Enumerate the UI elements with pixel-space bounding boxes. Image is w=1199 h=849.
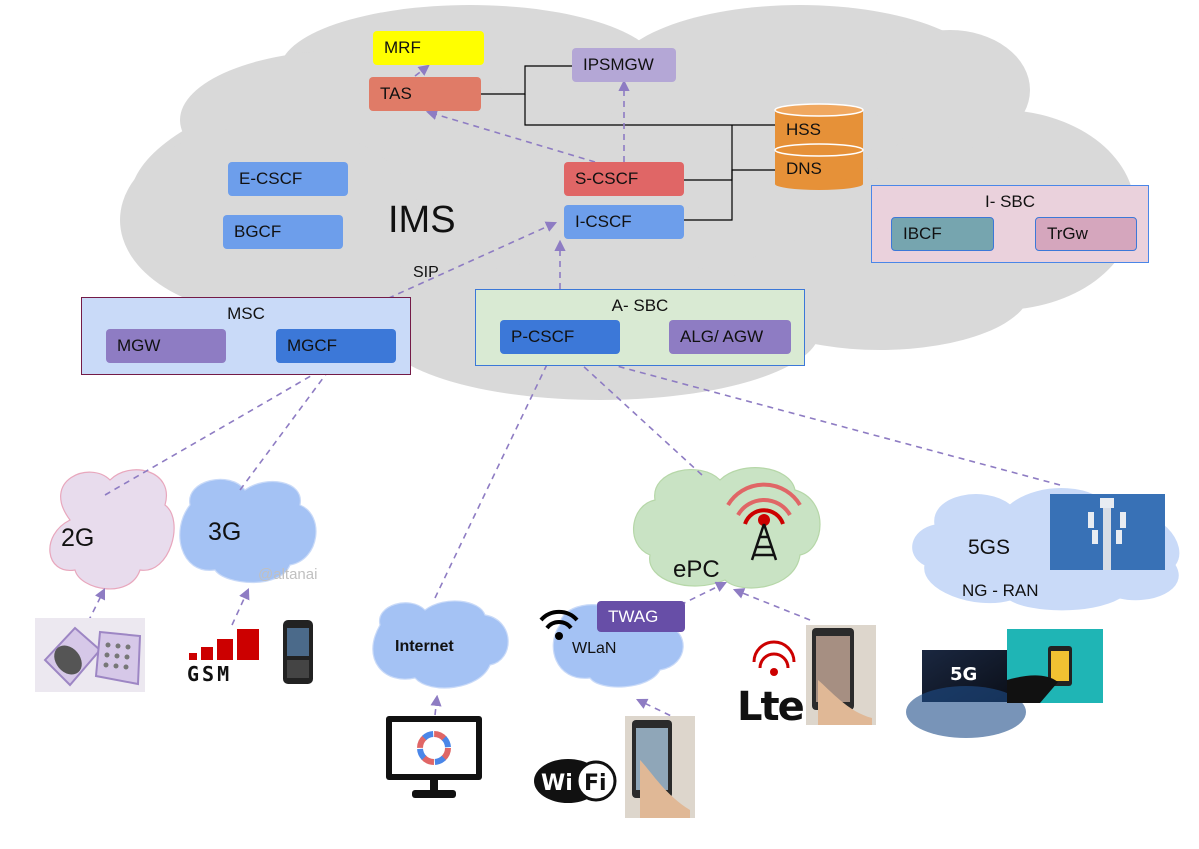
cloud-epc <box>633 467 821 589</box>
antenna-icon <box>726 482 802 561</box>
mrf-node[interactable]: MRF <box>373 31 484 65</box>
arrow-5gs-pcscf <box>569 350 1061 486</box>
wifi-logo: Wi Fi <box>534 759 617 803</box>
i-sbc-title: I- SBC <box>984 192 1036 211</box>
svg-text:Wi: Wi <box>541 771 573 796</box>
wifi-signal-icon <box>539 609 579 640</box>
a-sbc-title: A- SBC <box>611 296 669 315</box>
label-ng-ran: NG - RAN <box>962 581 1039 600</box>
ims-title: IMS <box>388 199 456 241</box>
cloud-internet <box>372 600 509 689</box>
gsm-logo: GSM <box>187 629 259 686</box>
arrow-3g-mgcf <box>239 360 337 491</box>
label-epc: ePC <box>673 556 720 583</box>
watermark: @altanai <box>258 566 318 583</box>
e-cscf-node[interactable]: E-CSCF <box>228 162 348 196</box>
fiveg-earth-photo: 5G <box>906 650 1026 738</box>
arrow-tv-internet <box>430 694 442 716</box>
msc-title: MSC <box>227 304 265 323</box>
hand-phone-photo-lte <box>806 625 876 725</box>
svg-text:5G: 5G <box>950 664 977 685</box>
fiveg-hand-phone-photo <box>1007 629 1103 703</box>
mgw-node[interactable]: MGW <box>106 329 226 363</box>
dns-database <box>774 143 864 190</box>
trgw-node[interactable]: TrGw <box>1035 217 1137 251</box>
label-2g: 2G <box>61 524 95 552</box>
svg-text:Fi: Fi <box>584 771 607 796</box>
bgcf-node[interactable]: BGCF <box>223 215 343 249</box>
svg-text:Lte: Lte <box>737 684 804 730</box>
flip-phone-photo <box>35 618 145 692</box>
arrow-epc-pcscf <box>568 352 703 476</box>
arrow-internet-pcscf <box>434 351 554 599</box>
ipsmgw-node[interactable]: IPSMGW <box>572 48 676 82</box>
hss-node-label[interactable]: HSS <box>786 120 821 139</box>
svg-text:GSM: GSM <box>187 662 232 686</box>
signalling-arrows <box>87 64 1061 726</box>
i-sbc-frame: I- SBC IBCF TrGw <box>871 185 1149 263</box>
s-cscf-node[interactable]: S-CSCF <box>564 162 684 196</box>
arrow-twag-epc <box>679 581 728 606</box>
i-cscf-node[interactable]: I-CSCF <box>564 205 684 239</box>
hand-phone-photo-wifi <box>625 716 695 818</box>
arrow-tas-mrf <box>414 64 430 77</box>
ibcf-node[interactable]: IBCF <box>891 217 994 251</box>
alg-agw-node[interactable]: ALG/ AGW <box>669 320 791 354</box>
msc-frame: MSC MGW MGCF <box>81 297 411 375</box>
tower-photo <box>1050 494 1165 570</box>
dns-node-label[interactable]: DNS <box>786 159 822 178</box>
label-5gs: 5GS <box>968 536 1011 559</box>
twag-node[interactable]: TWAG <box>597 601 685 632</box>
smartphone-photo <box>283 620 313 684</box>
mgcf-node[interactable]: MGCF <box>276 329 396 363</box>
arrow-scscf-tas <box>425 109 596 163</box>
cloud-2g <box>49 469 175 590</box>
arrow-wifi-wlan <box>635 698 691 726</box>
arrow-phone-2g <box>87 587 106 623</box>
label-3g: 3G <box>208 518 242 546</box>
arrow-lte-epc <box>732 588 811 621</box>
monitor-icon <box>386 716 482 798</box>
sip-label: SIP <box>413 264 439 281</box>
arrow-gsm-3g <box>231 587 250 626</box>
tas-node[interactable]: TAS <box>369 77 481 111</box>
lte-logo: Lte <box>737 640 806 730</box>
label-internet: Internet <box>395 638 454 655</box>
label-wlan: WLaN <box>572 640 617 657</box>
arrow-2g-mgcf <box>104 360 337 496</box>
core-connections <box>481 65 778 221</box>
a-sbc-frame: A- SBC P-CSCF ALG/ AGW <box>475 289 805 366</box>
p-cscf-node[interactable]: P-CSCF <box>500 320 620 354</box>
